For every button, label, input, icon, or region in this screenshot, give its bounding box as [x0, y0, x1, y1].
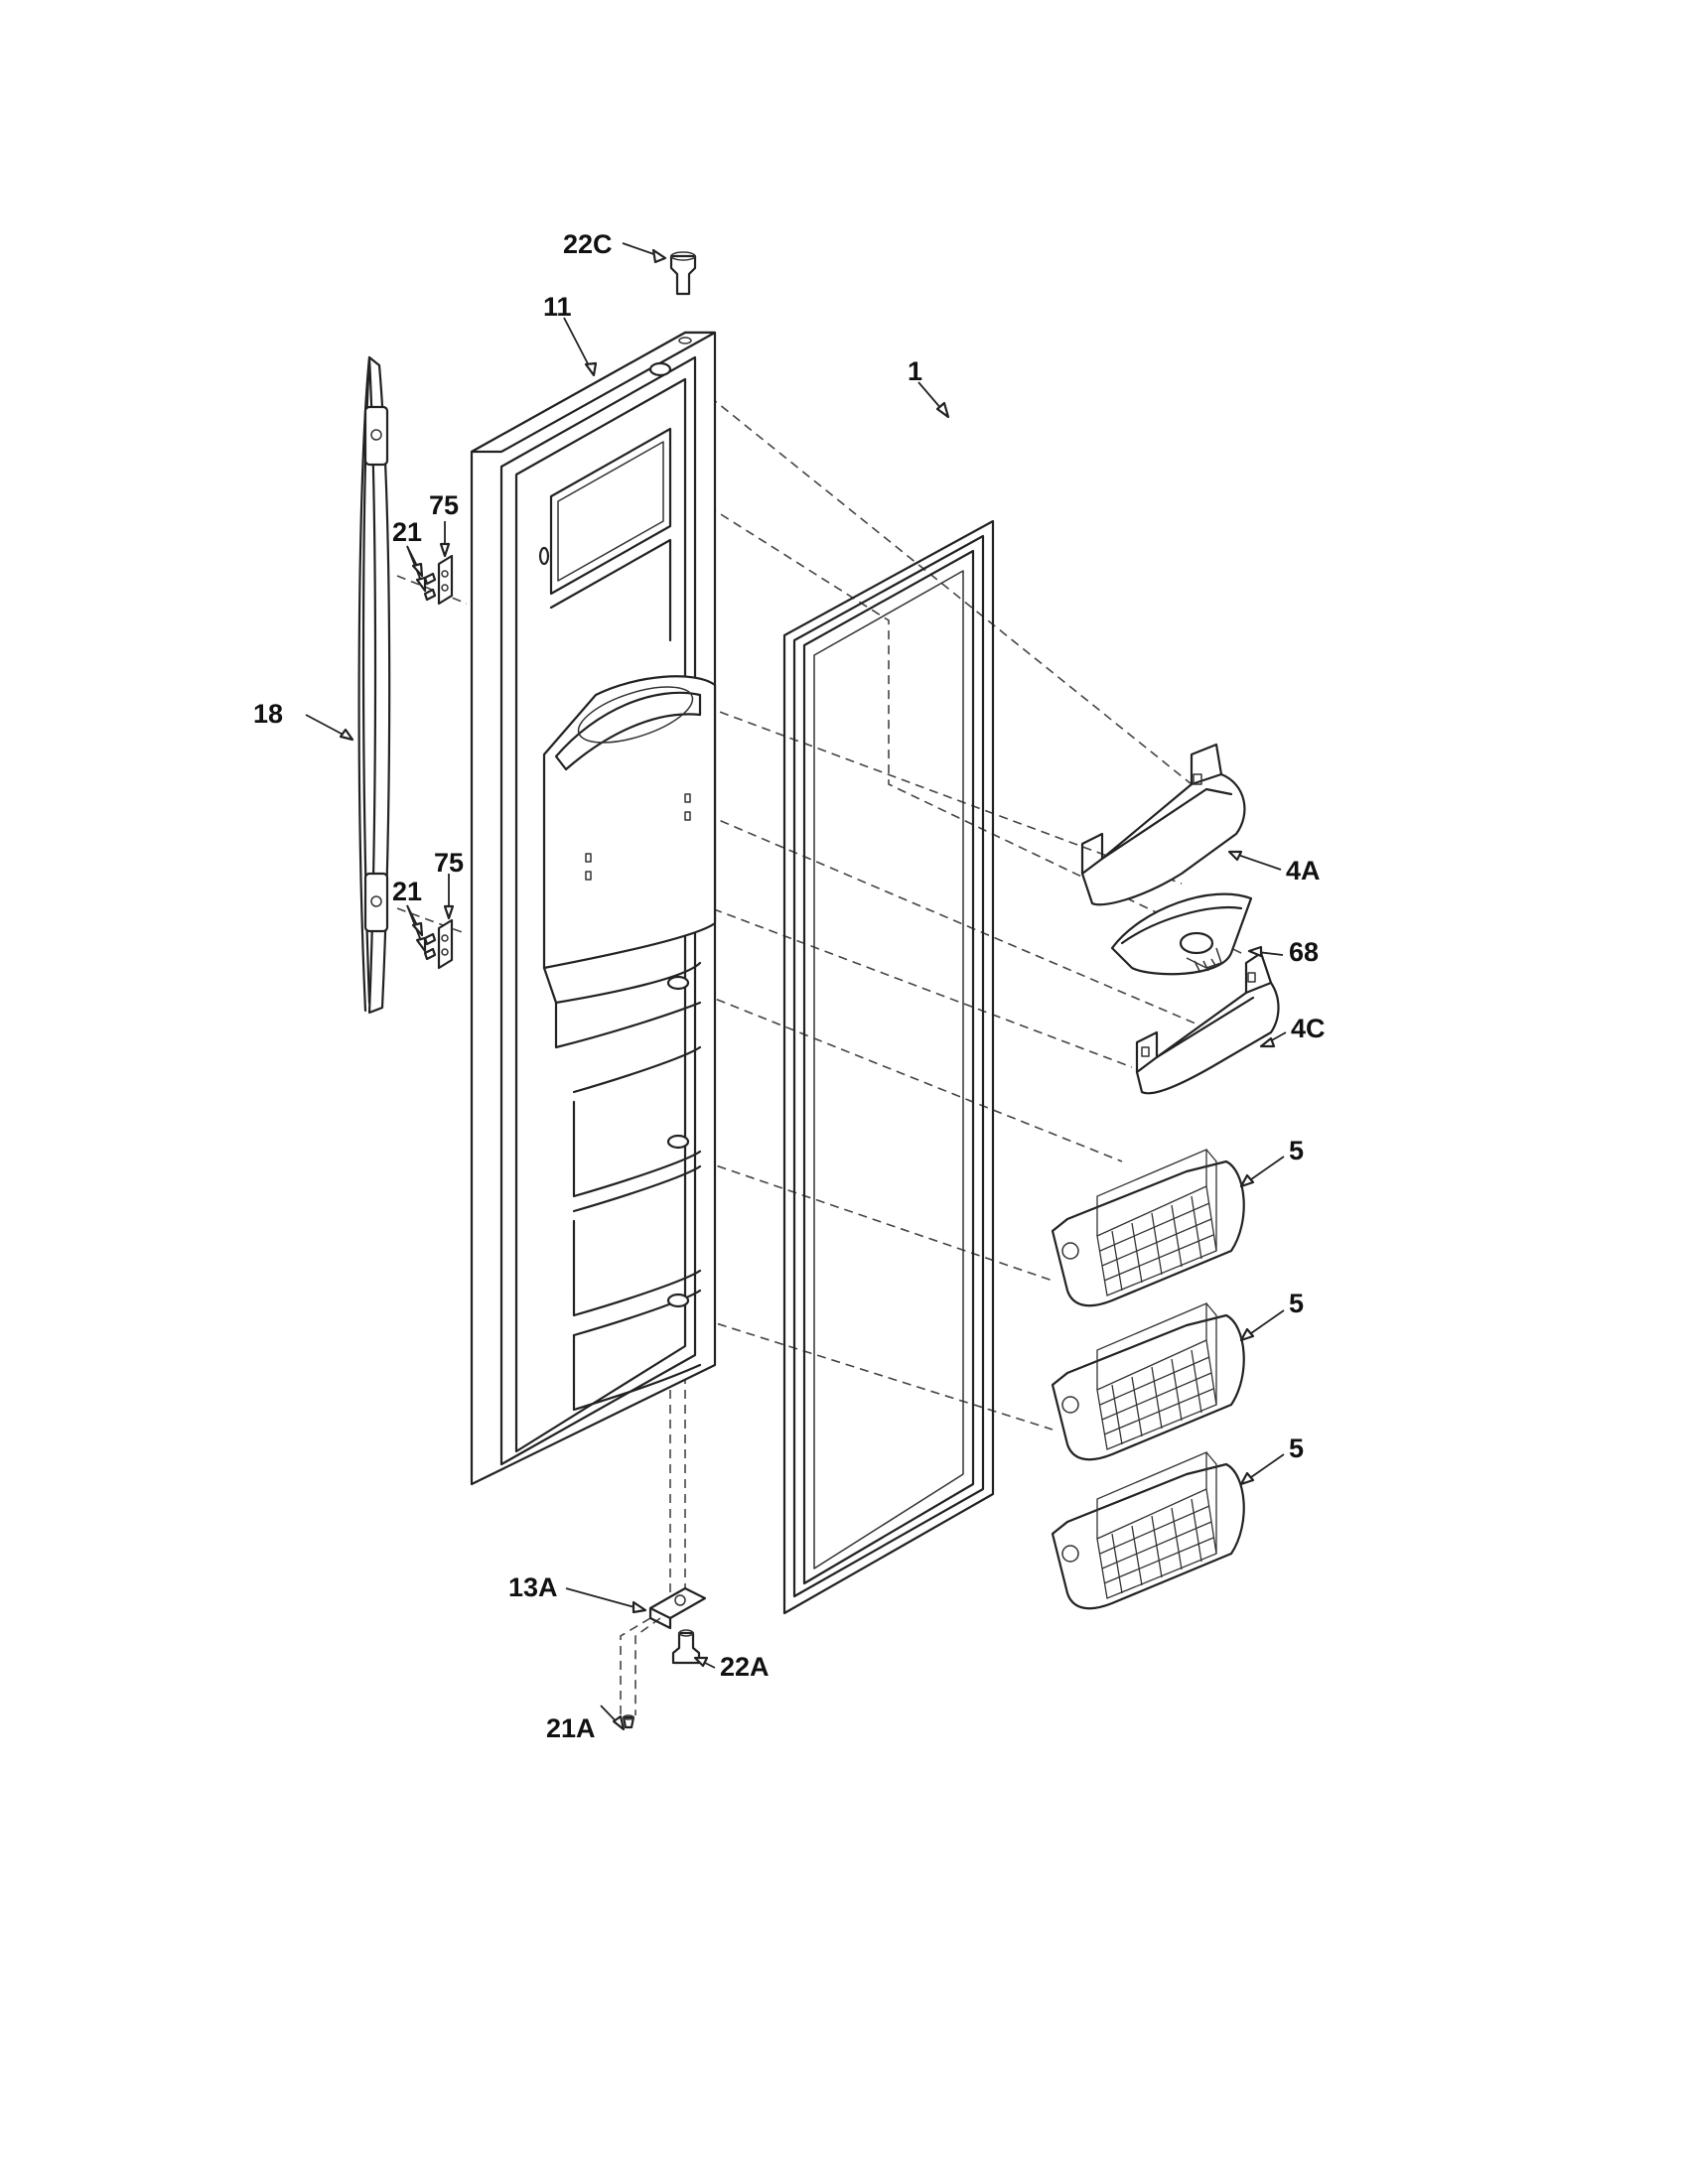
- label-75-bottom: 75: [434, 848, 464, 878]
- label-22a: 22A: [720, 1652, 770, 1682]
- callout-leaders: [305, 242, 1287, 1731]
- label-68: 68: [1289, 937, 1319, 967]
- label-21-bottom: 21: [392, 877, 422, 906]
- door-bin-4c: [1135, 951, 1280, 1095]
- label-18: 18: [253, 699, 283, 729]
- part-labels: 22C 11 1 75 21 18 75 21 4A 68 4C 5 5 5 1…: [253, 229, 1326, 1743]
- label-21a: 21A: [546, 1713, 596, 1743]
- wire-basket-bottom: [1051, 1451, 1245, 1610]
- label-5-top: 5: [1289, 1136, 1304, 1165]
- label-5-bottom: 5: [1289, 1433, 1304, 1463]
- handle-mount-lower: [423, 918, 454, 970]
- handle-mount-upper: [423, 554, 454, 606]
- top-hinge-bushing: [669, 251, 697, 296]
- label-1: 1: [908, 356, 922, 386]
- assembly-guide-lines: [396, 358, 1242, 1715]
- wire-basket-middle: [1051, 1302, 1245, 1461]
- hinge-screw: [622, 1714, 635, 1729]
- door-liner-assembly: [470, 331, 717, 1486]
- label-75-top: 75: [429, 490, 459, 520]
- label-4a: 4A: [1286, 856, 1321, 886]
- dispenser-cup: [1110, 892, 1253, 976]
- label-11: 11: [543, 292, 572, 322]
- label-22c: 22C: [563, 229, 613, 259]
- label-13a: 13A: [508, 1572, 558, 1602]
- door-bin-4a: [1080, 743, 1246, 906]
- label-21-top: 21: [392, 517, 422, 547]
- label-4c: 4C: [1291, 1014, 1326, 1043]
- label-5-middle: 5: [1289, 1289, 1304, 1318]
- door-gasket: [782, 519, 995, 1615]
- wire-basket-top: [1051, 1149, 1245, 1307]
- bottom-hinge-bracket: [648, 1586, 707, 1630]
- door-handle: [357, 355, 391, 1015]
